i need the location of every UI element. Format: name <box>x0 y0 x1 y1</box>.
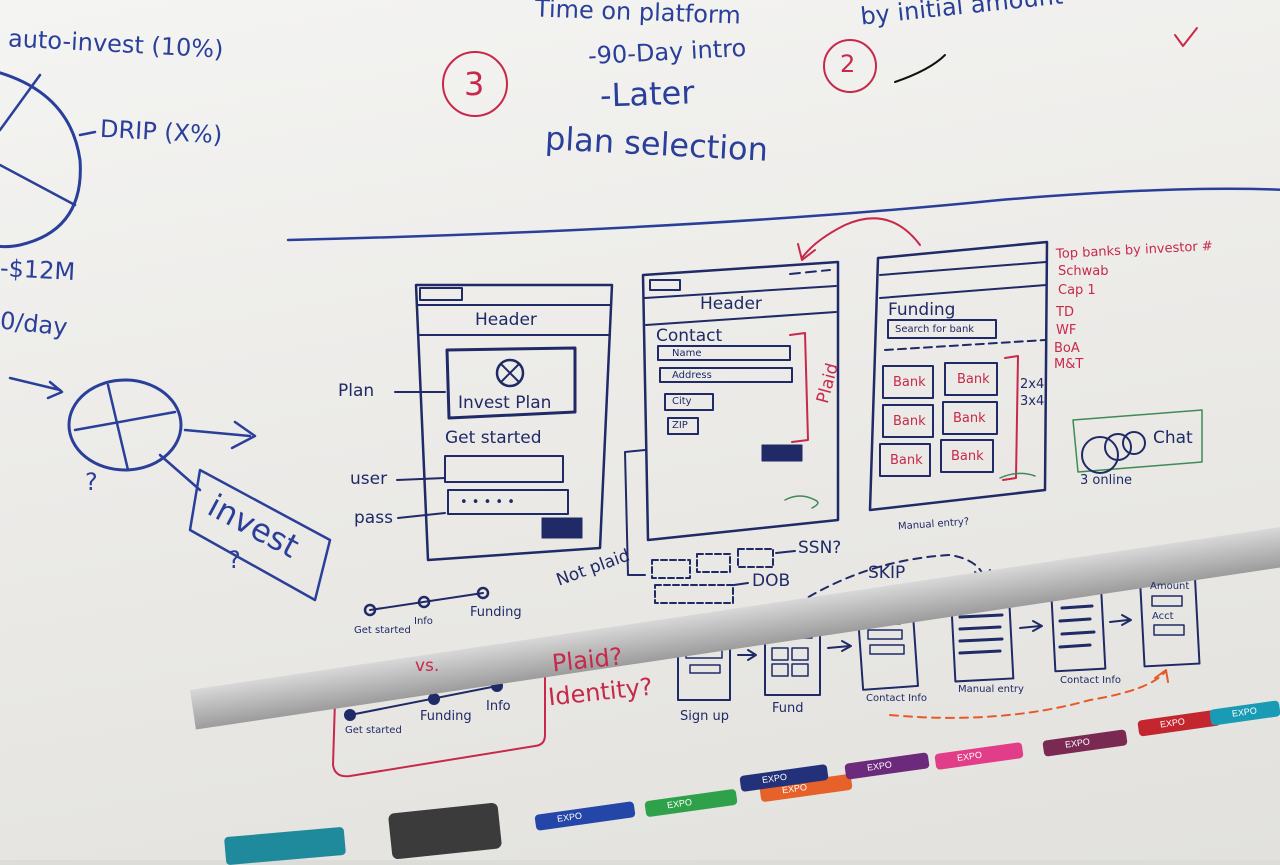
bank-tile-3: Bank <box>893 414 926 429</box>
grid-2x4-note: 2x4 <box>1020 377 1045 392</box>
time-on-platform-note: Time on platform <box>534 0 742 30</box>
vs-label: vs. <box>415 656 440 676</box>
flow-step-contact-info: Contact Info <box>866 693 928 704</box>
bank-list-item: Cap 1 <box>1058 283 1096 298</box>
get-started-label: Get started <box>445 428 542 448</box>
question-mark-1: ? <box>85 468 98 496</box>
ssn-annotation: SSN? <box>798 538 842 558</box>
screen1-header: Header <box>475 310 537 330</box>
pass-annotation: pass <box>354 508 393 528</box>
invest-box <box>188 468 332 602</box>
circle-2-label: 2 <box>840 50 856 78</box>
bank-list-item: BoA <box>1054 341 1080 356</box>
circle-3-label: 3 <box>464 65 485 103</box>
flow-step-manual-entry: Manual entry <box>958 684 1024 695</box>
progress-b-step-1: Get started <box>345 725 402 736</box>
screen3-frame <box>868 240 1049 512</box>
contact-label: Contact <box>656 326 723 346</box>
screen2-header: Header <box>700 294 762 314</box>
progress-a-step-3: Funding <box>470 605 522 620</box>
address-field: Address <box>672 370 712 381</box>
circle-3 <box>442 51 508 117</box>
circle-2 <box>823 39 877 93</box>
bank-list-item: Schwab <box>1058 264 1109 279</box>
bank-list-item: WF <box>1056 323 1077 338</box>
grid-3x4-note: 3x4 <box>1020 394 1045 409</box>
screen1-frame <box>414 283 614 562</box>
search-bank-field: Search for bank <box>895 324 975 335</box>
plaid-question: Plaid? <box>550 642 624 678</box>
city-field: City <box>672 396 692 407</box>
flow-amount-field: Amount <box>1150 581 1190 592</box>
name-field: Name <box>672 348 702 359</box>
later-note: -Later <box>599 73 696 115</box>
flow-step-fund: Fund <box>772 701 804 716</box>
progress-a-step-2: Info <box>414 616 433 627</box>
bank-tile-4: Bank <box>953 411 986 426</box>
per-day-note: 0/day <box>0 306 69 342</box>
amount-12m-note: -$12M <box>0 254 76 286</box>
skip-label: SKIP <box>868 563 906 583</box>
chat-box <box>1072 409 1203 473</box>
bank-tile-2: Bank <box>957 372 990 387</box>
invest-plan-label: Invest Plan <box>458 393 552 413</box>
progress-b-step-3: Info <box>486 699 511 714</box>
question-mark-2: ? <box>228 546 241 574</box>
flow-step-sign-up: Sign up <box>680 709 729 724</box>
pie-chart <box>0 71 82 249</box>
bank-tile-5: Bank <box>890 453 923 468</box>
globe-icon <box>67 378 183 472</box>
flow-step-contact-info-2: Contact Info <box>1060 675 1122 686</box>
drip-note: DRIP (X%) <box>99 114 223 150</box>
screen2-frame <box>641 260 840 542</box>
flow-acct-field: Acct <box>1152 611 1174 622</box>
bank-list-item: M&T <box>1054 357 1084 372</box>
dob-annotation: DOB <box>752 571 791 591</box>
plan-annotation: Plan <box>338 381 375 401</box>
bank-tile-6: Bank <box>951 449 984 464</box>
chat-label: Chat <box>1153 428 1193 448</box>
chat-online-count: 3 online <box>1080 473 1133 488</box>
divider-line <box>286 187 1280 242</box>
user-annotation: user <box>350 469 388 489</box>
progress-a-step-1: Get started <box>354 625 411 636</box>
bank-tile-1: Bank <box>893 375 926 390</box>
zip-field: ZIP <box>672 420 688 431</box>
progress-b-step-2: Funding <box>420 709 472 724</box>
bank-list-item: TD <box>1056 305 1074 320</box>
funding-label: Funding <box>888 300 956 320</box>
pass-field-dots: • • • • • <box>460 495 515 510</box>
